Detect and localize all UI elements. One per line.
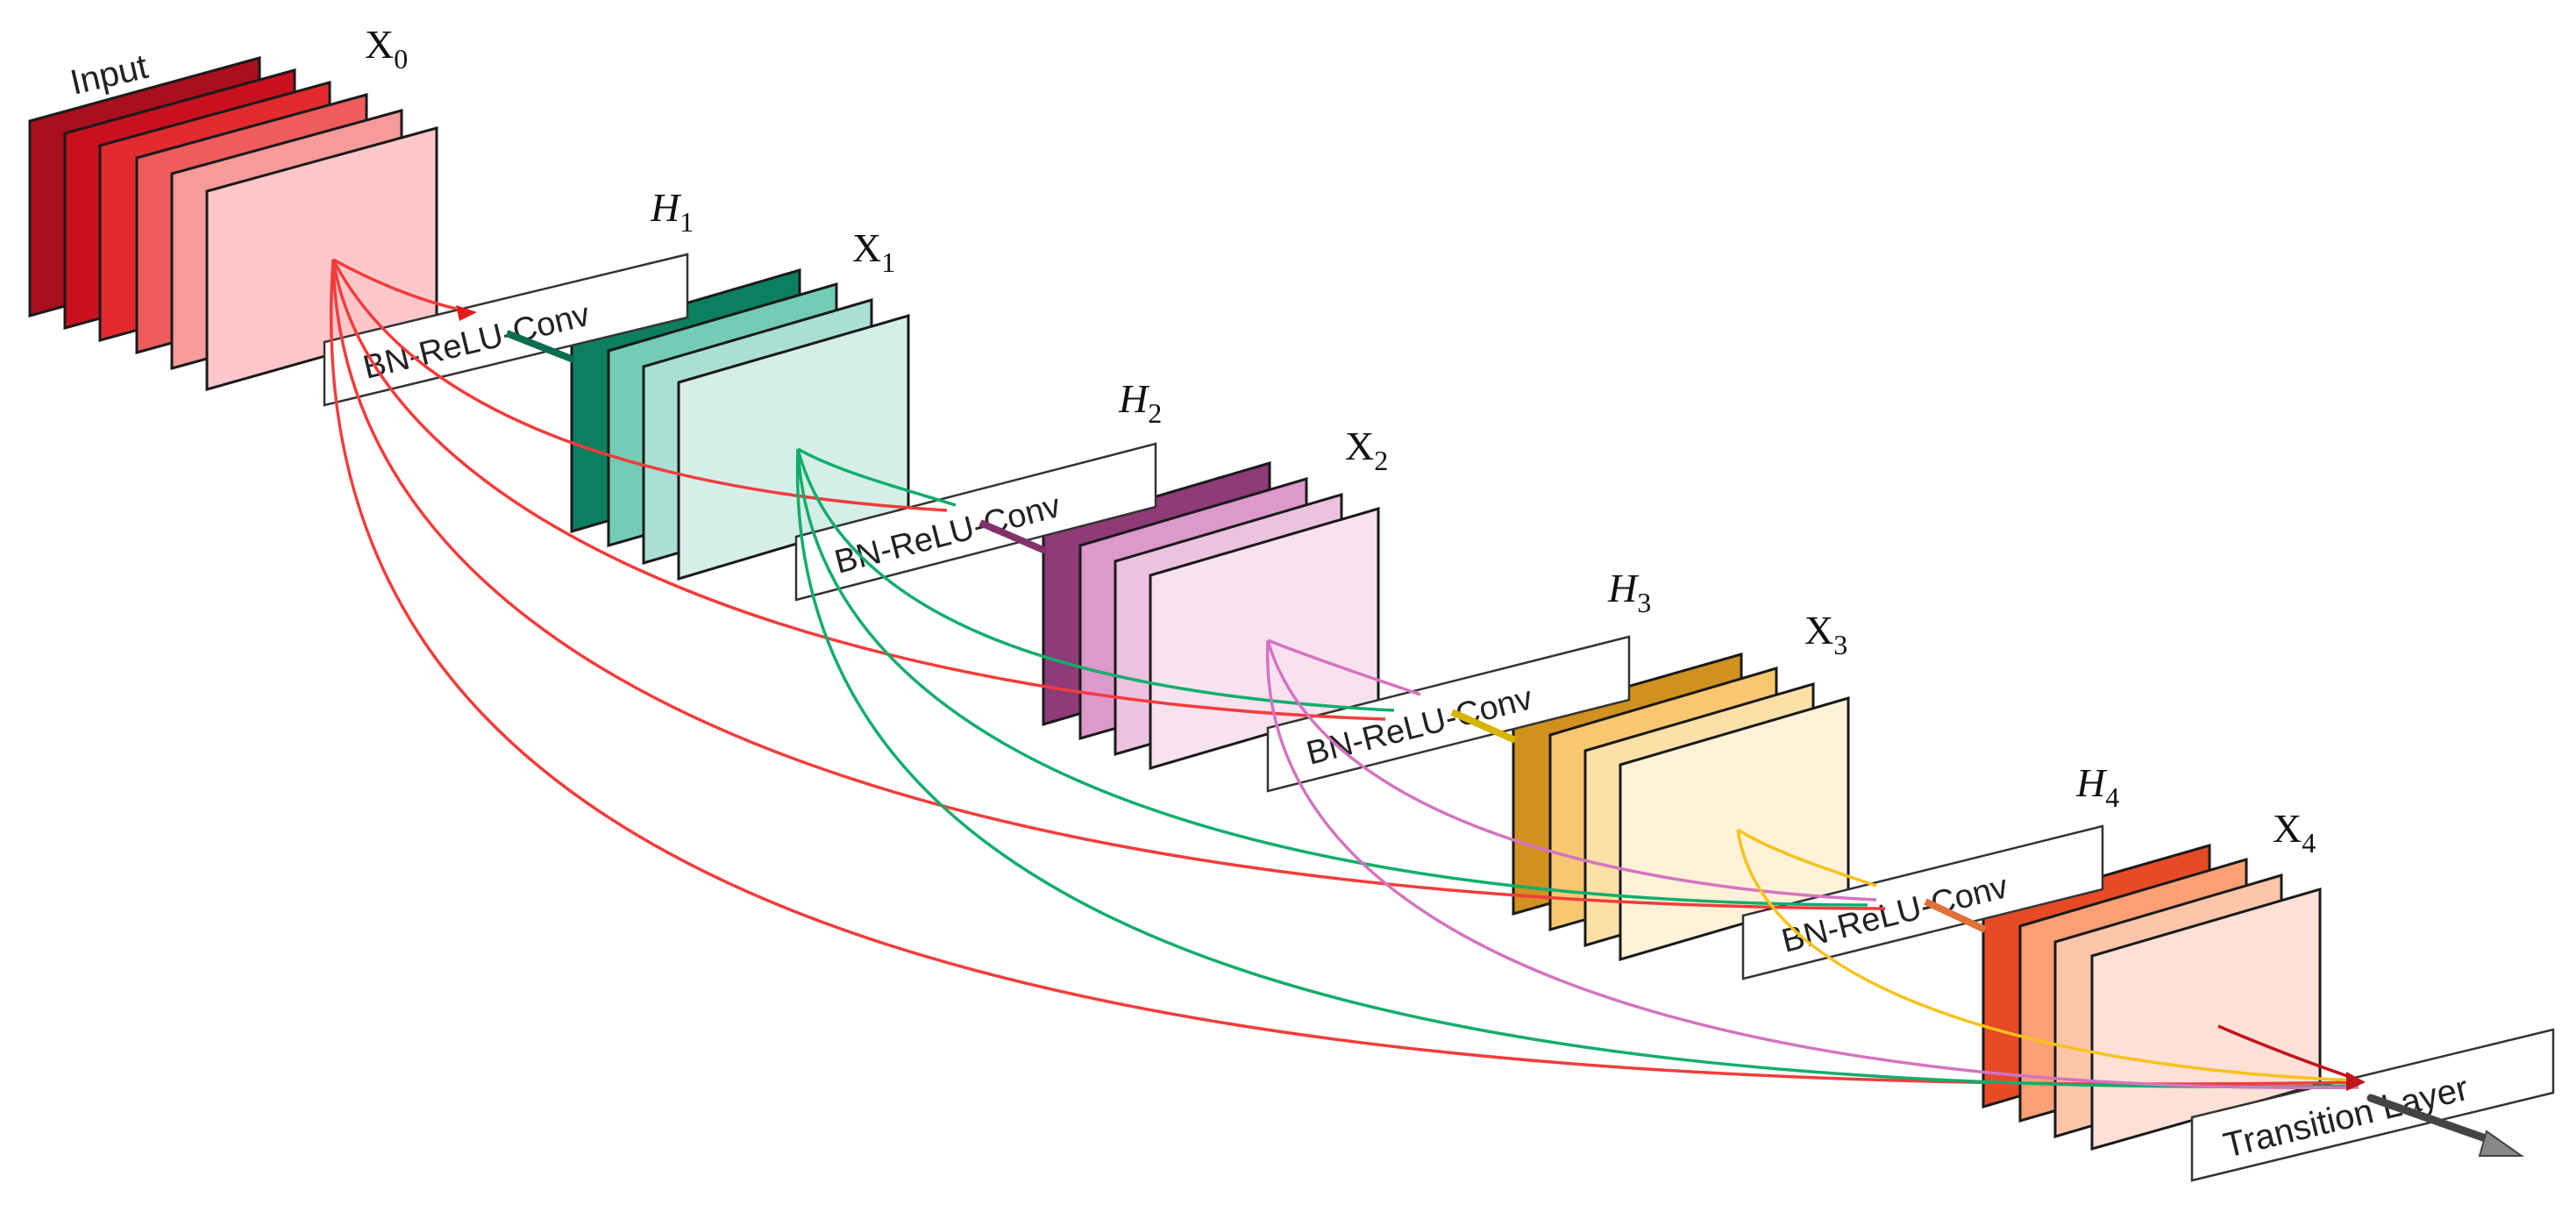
op-output-stubs: [505, 330, 1987, 933]
connection-x0-to-h1: [332, 258, 457, 310]
connection-x2-to-transition: [1266, 639, 2359, 1090]
stub-h3: [1450, 709, 1517, 744]
connection-x1-to-h4: [796, 448, 1868, 907]
connection-x2-to-h4: [1266, 639, 1877, 902]
arrow-head-icon: [456, 305, 477, 321]
connection-x1-to-transition: [795, 448, 2359, 1088]
connection-x1-to-h3: [796, 448, 1395, 712]
connection-x0-to-h3: [331, 259, 1386, 721]
connection-x3-to-transition: [1736, 829, 2359, 1082]
dense-connections: [329, 258, 2359, 1090]
feature-map-stack-x2: [1042, 460, 1380, 771]
x2-label: X2: [1345, 424, 1388, 476]
h1-label: H1: [650, 185, 694, 238]
output-arrow: [2366, 1094, 2525, 1157]
connection-x0-to-transition: [329, 259, 2359, 1086]
connection-x4-to-transition: [2217, 1024, 2351, 1079]
x3-label: X3: [1804, 608, 1847, 660]
output-arrow-head-icon: [2478, 1130, 2525, 1157]
stub-h2: [978, 519, 1047, 554]
x0-label: X0: [365, 22, 408, 75]
stub-h1: [505, 330, 575, 363]
h3-label: H3: [1607, 566, 1651, 618]
x1-label: X1: [852, 225, 895, 278]
h4-label: H4: [2075, 760, 2119, 813]
arrow-head-icon: [2346, 1072, 2366, 1091]
connection-x1-to-h2: [797, 447, 957, 507]
connection-x0-to-h4: [331, 259, 1886, 910]
arrow-heads: [456, 305, 2366, 1091]
connection-x2-to-h3: [1267, 638, 1421, 696]
x4-label: X4: [2273, 806, 2316, 859]
stub-h4: [1924, 898, 1987, 933]
h2-label: H2: [1118, 376, 1162, 429]
connection-x3-to-h4: [1737, 828, 1877, 888]
